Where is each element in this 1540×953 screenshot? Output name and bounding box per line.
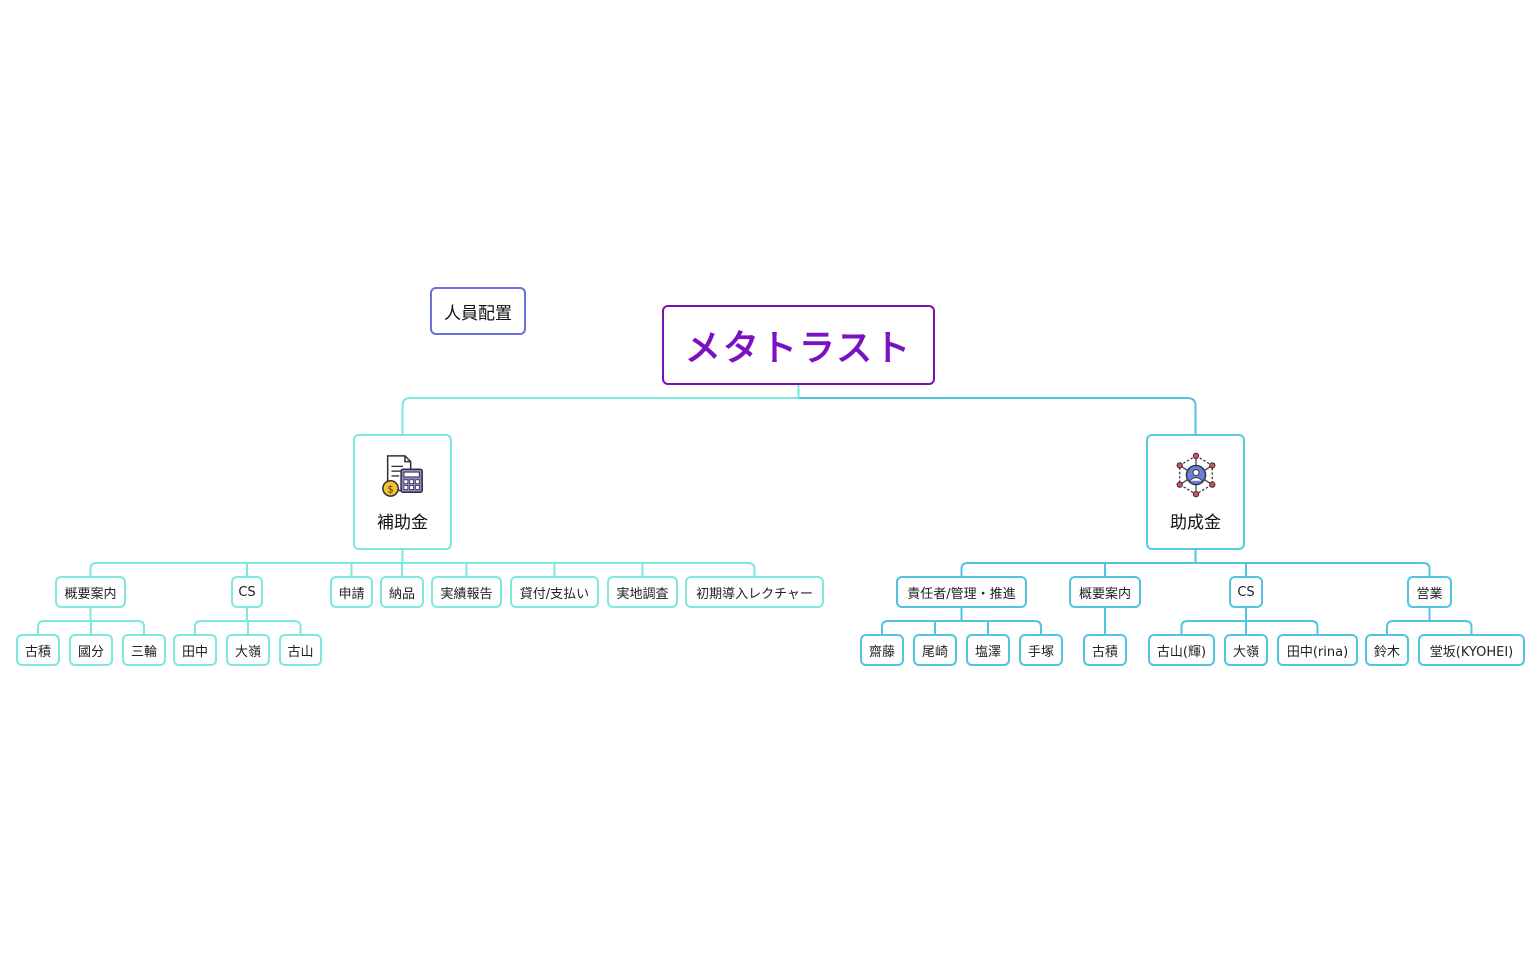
- connector: [1180, 608, 1319, 634]
- subtopic[interactable]: 実地調査: [607, 576, 678, 608]
- branch-label: 助成金: [1170, 512, 1221, 533]
- floating-topic-staffing[interactable]: 人員配置: [430, 287, 526, 335]
- connector: [37, 608, 145, 634]
- subtopic[interactable]: 営業: [1407, 576, 1452, 608]
- svg-text:$: $: [387, 484, 393, 495]
- member-node[interactable]: 古積: [16, 634, 60, 666]
- member-node[interactable]: 鈴木: [1365, 634, 1409, 666]
- subtopic[interactable]: 申請: [330, 576, 373, 608]
- member-node[interactable]: 塩澤: [966, 634, 1010, 666]
- connector: [881, 608, 1042, 634]
- member-node[interactable]: 三輪: [122, 634, 166, 666]
- subtopic[interactable]: 概要案内: [55, 576, 126, 608]
- member-node[interactable]: 田中(rina): [1277, 634, 1358, 666]
- connector: [194, 608, 302, 634]
- member-node[interactable]: 大嶺: [1224, 634, 1268, 666]
- member-node[interactable]: 古山: [279, 634, 322, 666]
- member-node[interactable]: 手塚: [1019, 634, 1063, 666]
- member-node[interactable]: 古山(輝): [1148, 634, 1215, 666]
- connector: [798, 397, 1197, 434]
- branch-grant[interactable]: 助成金: [1146, 434, 1245, 550]
- member-node[interactable]: 古積: [1083, 634, 1127, 666]
- branch-label: 補助金: [377, 512, 428, 533]
- person-network-icon: [1176, 452, 1215, 497]
- member-node[interactable]: 國分: [69, 634, 113, 666]
- member-node[interactable]: 田中: [173, 634, 217, 666]
- member-node[interactable]: 堂坂(KYOHEI): [1418, 634, 1525, 666]
- subtopic[interactable]: 実績報告: [431, 576, 502, 608]
- connector: [1386, 608, 1473, 634]
- root-topic[interactable]: メタトラスト: [662, 305, 935, 385]
- subtopic[interactable]: CS: [231, 576, 263, 608]
- subtopic[interactable]: 貸付/支払い: [510, 576, 599, 608]
- subtopic[interactable]: 概要案内: [1069, 576, 1141, 608]
- connector: [89, 550, 756, 576]
- subtopic[interactable]: CS: [1229, 576, 1263, 608]
- connector: [401, 385, 800, 434]
- member-node[interactable]: 齋藤: [860, 634, 904, 666]
- member-node[interactable]: 尾崎: [913, 634, 957, 666]
- branch-subsidy[interactable]: $ 補助金: [353, 434, 452, 550]
- subtopic[interactable]: 初期導入レクチャー: [685, 576, 824, 608]
- connector: [960, 550, 1431, 576]
- subtopic[interactable]: 納品: [380, 576, 424, 608]
- subtopic[interactable]: 責任者/管理・推進: [896, 576, 1027, 608]
- document-calculator-coin-icon: $: [381, 454, 423, 497]
- member-node[interactable]: 大嶺: [226, 634, 270, 666]
